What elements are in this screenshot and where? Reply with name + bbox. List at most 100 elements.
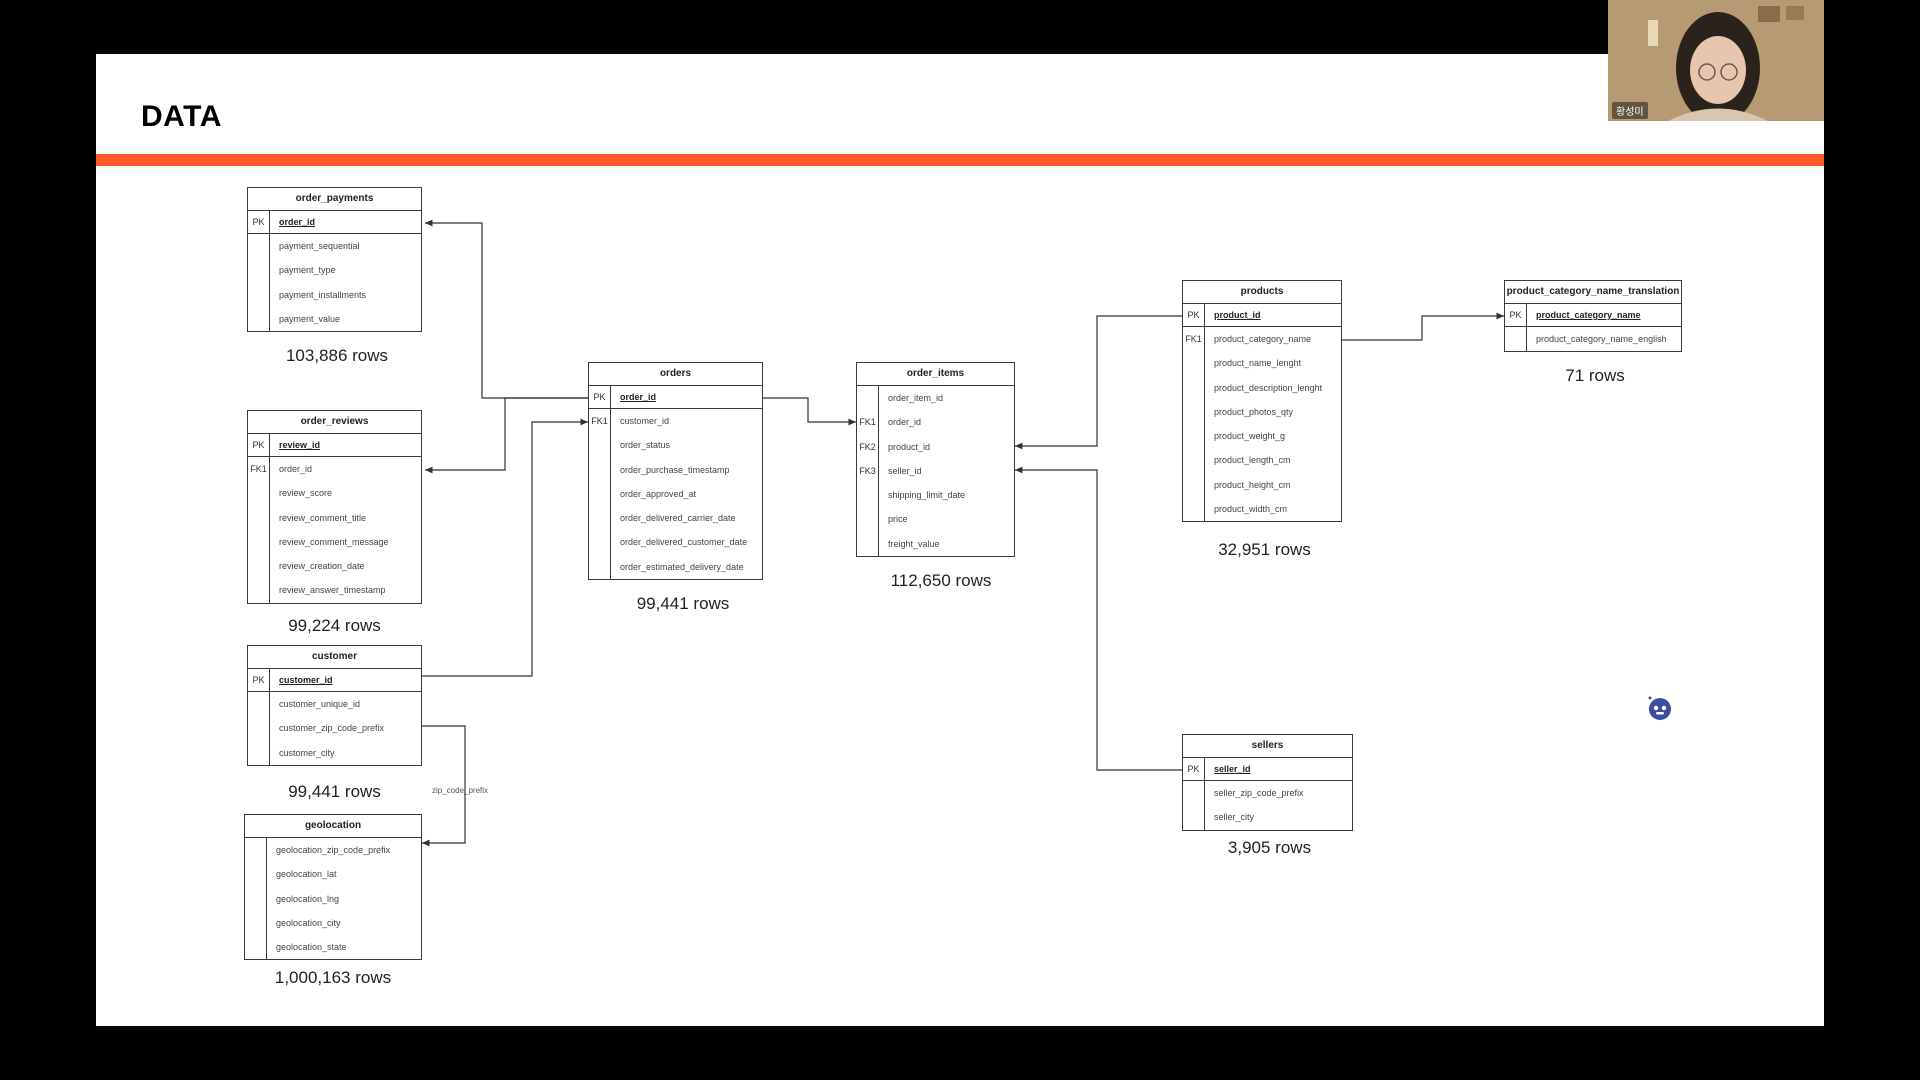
primary-key-name: review_id bbox=[279, 440, 321, 450]
field-name: shipping_limit_date bbox=[888, 490, 966, 501]
key-column bbox=[245, 838, 267, 960]
pk-marker: PK bbox=[1505, 304, 1527, 326]
field-name: order_delivered_carrier_date bbox=[620, 513, 736, 524]
field-key bbox=[245, 887, 266, 911]
field-key bbox=[589, 506, 610, 530]
primary-key-name: product_id bbox=[1214, 310, 1261, 320]
field-key bbox=[1183, 376, 1204, 400]
field-name: product_category_name_english bbox=[1536, 334, 1667, 344]
rel-products-translation bbox=[1340, 312, 1504, 341]
key-column bbox=[248, 234, 270, 332]
primary-key-row: PK product_category_name bbox=[1505, 304, 1681, 327]
field-key: FK1 bbox=[1185, 334, 1202, 344]
field-name: review_answer_timestamp bbox=[279, 585, 386, 596]
field-name: product_height_cm bbox=[1214, 479, 1291, 490]
rel-orders-order-payments bbox=[425, 219, 588, 399]
field-name: product_weight_g bbox=[1214, 431, 1286, 442]
field-name: order_delivered_customer_date bbox=[620, 537, 748, 548]
field-name: seller_id bbox=[888, 465, 922, 476]
rel-orders-order-reviews bbox=[425, 397, 588, 474]
field-key bbox=[589, 458, 610, 482]
field-name: payment_value bbox=[279, 313, 341, 324]
primary-key-name: seller_id bbox=[1214, 764, 1251, 774]
field-key bbox=[1183, 805, 1204, 829]
field-name: order_estimated_delivery_date bbox=[620, 561, 744, 572]
field-key bbox=[589, 433, 610, 457]
row-count: 99,224 rows bbox=[288, 616, 381, 635]
table-title: geolocation bbox=[245, 815, 421, 838]
rel-customer-geolocation bbox=[422, 725, 466, 847]
field-list: product_category_name_english bbox=[1505, 327, 1681, 352]
table-title: order_reviews bbox=[248, 411, 421, 434]
field-key bbox=[857, 386, 878, 410]
row-count: 1,000,163 rows bbox=[274, 968, 392, 987]
field-name: order_purchase_timestamp bbox=[620, 464, 730, 475]
primary-key-name: order_id bbox=[279, 217, 316, 227]
primary-key-row: PK customer_id bbox=[248, 669, 421, 692]
field-key bbox=[248, 741, 269, 765]
field-key bbox=[245, 862, 266, 886]
table-title: product_category_name_translation bbox=[1505, 281, 1681, 304]
field-name: order_approved_at bbox=[620, 488, 697, 499]
row-count: 71 rows bbox=[1565, 366, 1625, 385]
key-column: FK1 bbox=[248, 457, 270, 603]
primary-key-row: PK review_id bbox=[248, 434, 421, 457]
accent-bar bbox=[96, 154, 1824, 166]
field-key bbox=[1183, 497, 1204, 521]
field-key: FK1 bbox=[859, 417, 876, 428]
key-column bbox=[1505, 327, 1527, 352]
field-name: geolocation_city bbox=[276, 917, 341, 928]
rel-products-order-items bbox=[1015, 315, 1182, 450]
row-count: 99,441 rows bbox=[288, 782, 381, 801]
field-key bbox=[245, 935, 266, 959]
slide-title: DATA bbox=[141, 100, 222, 133]
field-key bbox=[1183, 781, 1204, 805]
primary-key-name: product_category_name bbox=[1536, 310, 1641, 320]
row-count: 3,905 rows bbox=[1227, 838, 1312, 857]
chat-bubble-icon[interactable] bbox=[1645, 693, 1675, 723]
field-name: price bbox=[888, 514, 908, 525]
field-name: product_category_name bbox=[1214, 334, 1312, 344]
field-name: geolocation_state bbox=[276, 942, 347, 953]
field-key bbox=[248, 692, 269, 716]
field-name: review_comment_message bbox=[279, 536, 389, 547]
field-name: customer_id bbox=[620, 416, 670, 426]
field-name: geolocation_lng bbox=[276, 893, 340, 904]
field-name: review_comment_title bbox=[279, 512, 367, 523]
slide: DATA zip_code_prefix order_pa bbox=[96, 54, 1824, 1026]
row-count: 99,441 rows bbox=[636, 594, 730, 613]
field-key bbox=[857, 532, 878, 556]
field-name: payment_type bbox=[279, 265, 336, 276]
row-count: 103,886 rows bbox=[285, 346, 389, 365]
participant-name: 황성미 bbox=[1612, 102, 1648, 119]
field-name: review_creation_date bbox=[279, 561, 365, 572]
field-key bbox=[1183, 351, 1204, 375]
webcam-tile: 황성미 bbox=[1608, 0, 1824, 121]
field-key: FK3 bbox=[859, 465, 876, 476]
field-key bbox=[245, 911, 266, 935]
field-name: product_length_cm bbox=[1214, 455, 1291, 466]
field-name: review_score bbox=[279, 488, 333, 499]
pk-marker: PK bbox=[248, 669, 270, 691]
field-column: product_category_name_english bbox=[1527, 327, 1681, 351]
table-title: order_items bbox=[857, 363, 1014, 386]
pk-marker: PK bbox=[248, 434, 270, 456]
primary-key-name: customer_id bbox=[279, 675, 333, 685]
field-key: FK1 bbox=[250, 464, 267, 474]
